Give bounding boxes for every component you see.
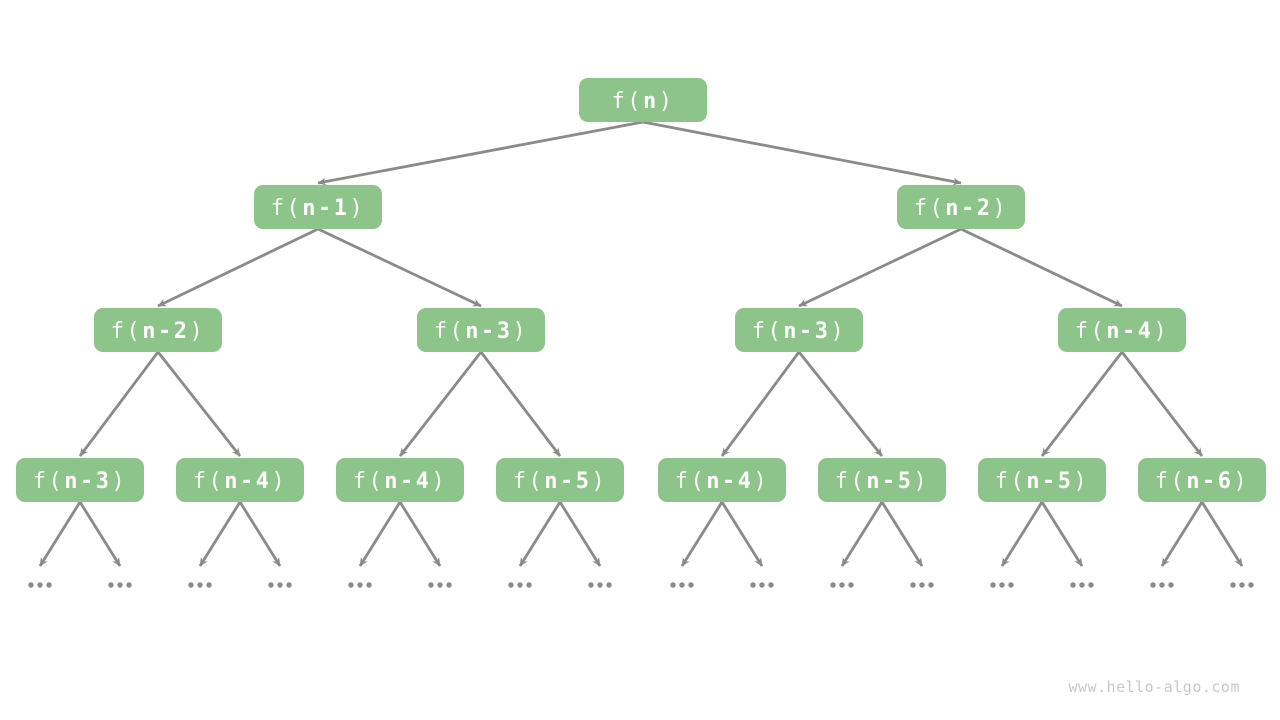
edge-arrow bbox=[398, 351, 483, 457]
ellipsis bbox=[588, 582, 612, 588]
ellipsis bbox=[750, 582, 774, 588]
ellipsis bbox=[1070, 582, 1094, 588]
ellipsis-leaves bbox=[28, 582, 1254, 588]
tree-node-n8: f(n-4) bbox=[176, 458, 304, 502]
edge-arrow-to-ellipsis bbox=[1000, 501, 1044, 567]
tree-node-n4: f(n-3) bbox=[417, 308, 545, 352]
edge-arrow-to-ellipsis bbox=[238, 501, 282, 567]
node-label: f(n-3) bbox=[434, 319, 529, 344]
edge-arrow-to-ellipsis bbox=[840, 501, 884, 567]
edge-arrow bbox=[1040, 351, 1124, 457]
tree-node-n9: f(n-4) bbox=[336, 458, 464, 502]
ellipsis bbox=[990, 582, 1014, 588]
watermark: www.hello-algo.com bbox=[1068, 678, 1240, 696]
edge-arrow-to-ellipsis bbox=[1160, 501, 1204, 567]
node-label: f(n-5) bbox=[513, 469, 608, 494]
tree-node-n7: f(n-3) bbox=[16, 458, 144, 502]
edge-arrow bbox=[78, 351, 160, 457]
edge-arrow-to-ellipsis bbox=[398, 501, 442, 567]
edge-arrow bbox=[797, 351, 884, 457]
tree-node-n13: f(n-5) bbox=[978, 458, 1106, 502]
edge-arrow-to-ellipsis bbox=[680, 501, 724, 567]
edge-arrow-to-ellipsis bbox=[38, 501, 82, 567]
tree-node-n3: f(n-2) bbox=[94, 308, 222, 352]
node-label: f(n-2) bbox=[111, 319, 206, 344]
edge-arrow-to-ellipsis bbox=[1200, 501, 1244, 567]
edge-arrow bbox=[960, 227, 1123, 308]
ellipsis bbox=[188, 582, 212, 588]
edge-arrow-to-ellipsis bbox=[198, 501, 242, 567]
tree-node-n11: f(n-4) bbox=[658, 458, 786, 502]
edge-arrow bbox=[720, 351, 801, 457]
tree-nodes: f(n) f(n-1) f(n-2) f(n-2) f(n-3) f(n-3) f(n-4)… bbox=[16, 78, 1266, 502]
tree-node-n5: f(n-3) bbox=[735, 308, 863, 352]
node-label: f(n-5) bbox=[995, 469, 1090, 494]
edge-arrow bbox=[798, 227, 962, 308]
tree-node-n14: f(n-6) bbox=[1138, 458, 1266, 502]
edge-arrow bbox=[317, 227, 482, 308]
edge-arrow-to-ellipsis bbox=[880, 501, 924, 567]
ellipsis bbox=[910, 582, 934, 588]
tree-node-n12: f(n-5) bbox=[818, 458, 946, 502]
ellipsis bbox=[108, 582, 132, 588]
edge-arrow-to-ellipsis bbox=[78, 501, 122, 567]
edge-arrow-to-ellipsis bbox=[358, 501, 402, 567]
node-label: f(n-6) bbox=[1155, 469, 1250, 494]
ellipsis bbox=[830, 582, 854, 588]
node-label: f(n-4) bbox=[675, 469, 770, 494]
edge-arrow bbox=[642, 120, 962, 186]
ellipsis bbox=[348, 582, 372, 588]
node-label: f(n-5) bbox=[835, 469, 930, 494]
edge-arrow bbox=[156, 351, 242, 457]
edge-arrow-to-ellipsis bbox=[720, 501, 764, 567]
ellipsis bbox=[28, 582, 52, 588]
node-label: f(n-4) bbox=[193, 469, 288, 494]
node-label: f(n-4) bbox=[353, 469, 448, 494]
ellipsis bbox=[508, 582, 532, 588]
tree-node-n6: f(n-4) bbox=[1058, 308, 1186, 352]
edge-arrow-to-ellipsis bbox=[558, 501, 602, 567]
tree-node-n0: f(n) bbox=[579, 78, 707, 122]
node-label: f(n-4) bbox=[1075, 319, 1170, 344]
ellipsis bbox=[1230, 582, 1254, 588]
tree-node-n10: f(n-5) bbox=[496, 458, 624, 502]
tree-node-n2: f(n-2) bbox=[897, 185, 1025, 229]
node-label: f(n) bbox=[612, 89, 675, 114]
ellipsis bbox=[1150, 582, 1174, 588]
ellipsis bbox=[268, 582, 292, 588]
node-label: f(n-3) bbox=[33, 469, 128, 494]
edge-arrow bbox=[157, 227, 319, 308]
edge-arrow bbox=[479, 351, 562, 457]
edge-arrow bbox=[1120, 351, 1204, 457]
edge-arrow-to-ellipsis bbox=[1040, 501, 1084, 567]
ellipsis bbox=[670, 582, 694, 588]
node-label: f(n-1) bbox=[271, 196, 366, 221]
node-label: f(n-3) bbox=[752, 319, 847, 344]
edge-arrow-to-ellipsis bbox=[518, 501, 562, 567]
edge-arrow bbox=[317, 120, 644, 186]
node-label: f(n-2) bbox=[914, 196, 1009, 221]
tree-edges bbox=[38, 120, 1244, 567]
ellipsis bbox=[428, 582, 452, 588]
tree-node-n1: f(n-1) bbox=[254, 185, 382, 229]
